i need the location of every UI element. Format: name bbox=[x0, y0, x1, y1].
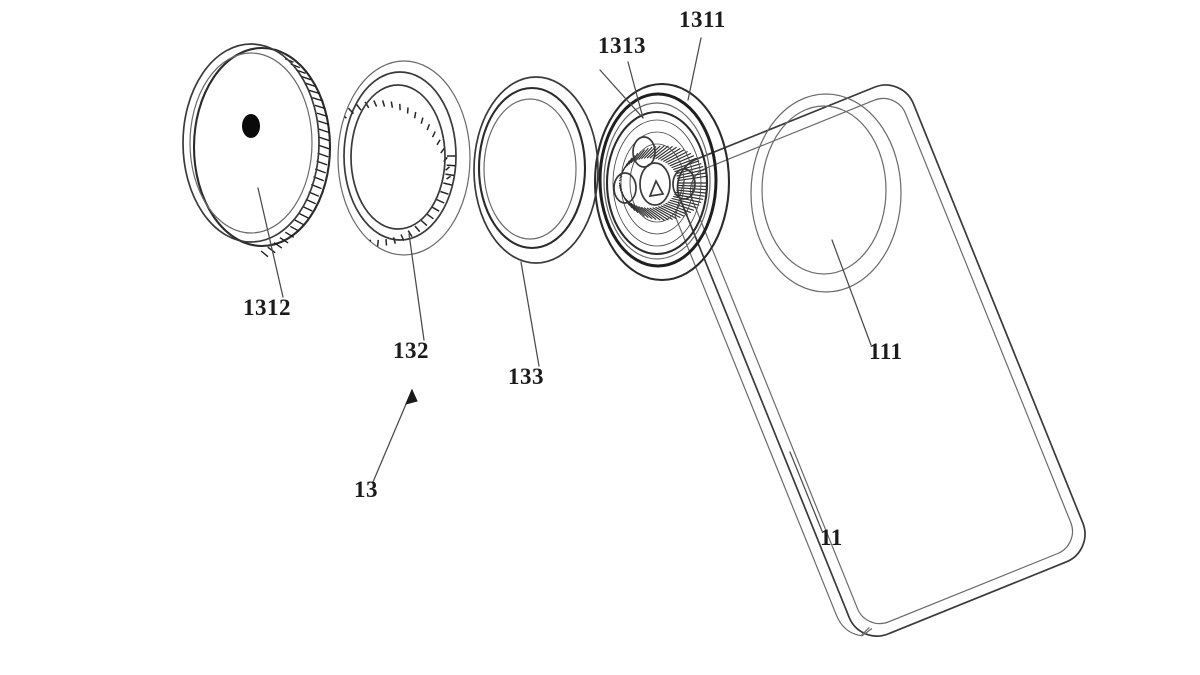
ref-label-132: 132 bbox=[393, 338, 429, 363]
bezel-bold-rim bbox=[598, 92, 718, 268]
camera-module-housing bbox=[750, 93, 902, 293]
ref-label-1312: 1312 bbox=[243, 295, 291, 320]
phone-back-face bbox=[676, 84, 1086, 637]
ref-label-1311: 1311 bbox=[679, 7, 726, 32]
ring132-knurl-band-outer bbox=[343, 71, 457, 241]
ref-label-111: 111 bbox=[869, 339, 902, 364]
lens-cover-disc bbox=[182, 43, 332, 258]
leader-lines bbox=[257, 37, 872, 532]
ring132-inner-edge bbox=[350, 84, 446, 230]
arrowhead-13 bbox=[405, 388, 418, 405]
spoked-lens-element bbox=[605, 110, 709, 256]
leader-1313 bbox=[627, 61, 644, 119]
phone-corner-chamfer-bottom bbox=[861, 627, 870, 636]
disc-face-inner-line bbox=[189, 52, 313, 234]
outer-bezel-ring bbox=[593, 82, 731, 282]
camera-housing-outer-ellipse bbox=[750, 93, 902, 293]
ref-label-11: 11 bbox=[820, 525, 843, 550]
lens-hub-notch bbox=[648, 178, 665, 198]
bezel-outer-edge bbox=[593, 82, 731, 282]
radial-spoke-field bbox=[612, 119, 707, 247]
ring133-rim bbox=[477, 86, 587, 250]
disc-face bbox=[182, 43, 320, 243]
mobile-terminal-body bbox=[674, 84, 1086, 637]
leader-132 bbox=[408, 233, 425, 341]
leader-11 bbox=[789, 451, 823, 532]
bezel-inner-edge bbox=[603, 102, 711, 260]
leader-1311 bbox=[687, 37, 702, 101]
reference-numerals: 1312 132 133 1313 1311 111 11 13 bbox=[243, 7, 902, 550]
ring133-outer-edge bbox=[473, 76, 599, 264]
lens-center-hub bbox=[639, 162, 671, 206]
ring132-knurl-texture bbox=[338, 100, 456, 247]
ref-label-133: 133 bbox=[508, 364, 544, 389]
middle-knurled-ring bbox=[337, 60, 471, 256]
leader-133 bbox=[520, 261, 540, 367]
inner-smooth-ring bbox=[473, 76, 599, 264]
disc-center-dot bbox=[242, 114, 260, 138]
phone-edge-inner-line bbox=[689, 97, 1074, 625]
ring132-outer-edge bbox=[337, 60, 471, 256]
ref-label-1313: 1313 bbox=[598, 33, 646, 58]
ref-label-13: 13 bbox=[354, 477, 378, 502]
disc-depth-rim bbox=[192, 46, 332, 248]
leader-111 bbox=[831, 239, 872, 346]
camera-housing-inner-ellipse bbox=[761, 105, 887, 275]
satellite-aperture-left bbox=[613, 172, 637, 204]
leader-1313-extended bbox=[599, 69, 644, 119]
satellite-aperture-right bbox=[672, 168, 696, 200]
disc-rim-hatching bbox=[260, 57, 330, 258]
ring133-inner-edge bbox=[483, 98, 577, 240]
leader-1312 bbox=[257, 187, 284, 298]
leader-13 bbox=[372, 389, 413, 483]
phone-side-wall bbox=[674, 198, 873, 637]
satellite-aperture-top bbox=[632, 136, 656, 168]
